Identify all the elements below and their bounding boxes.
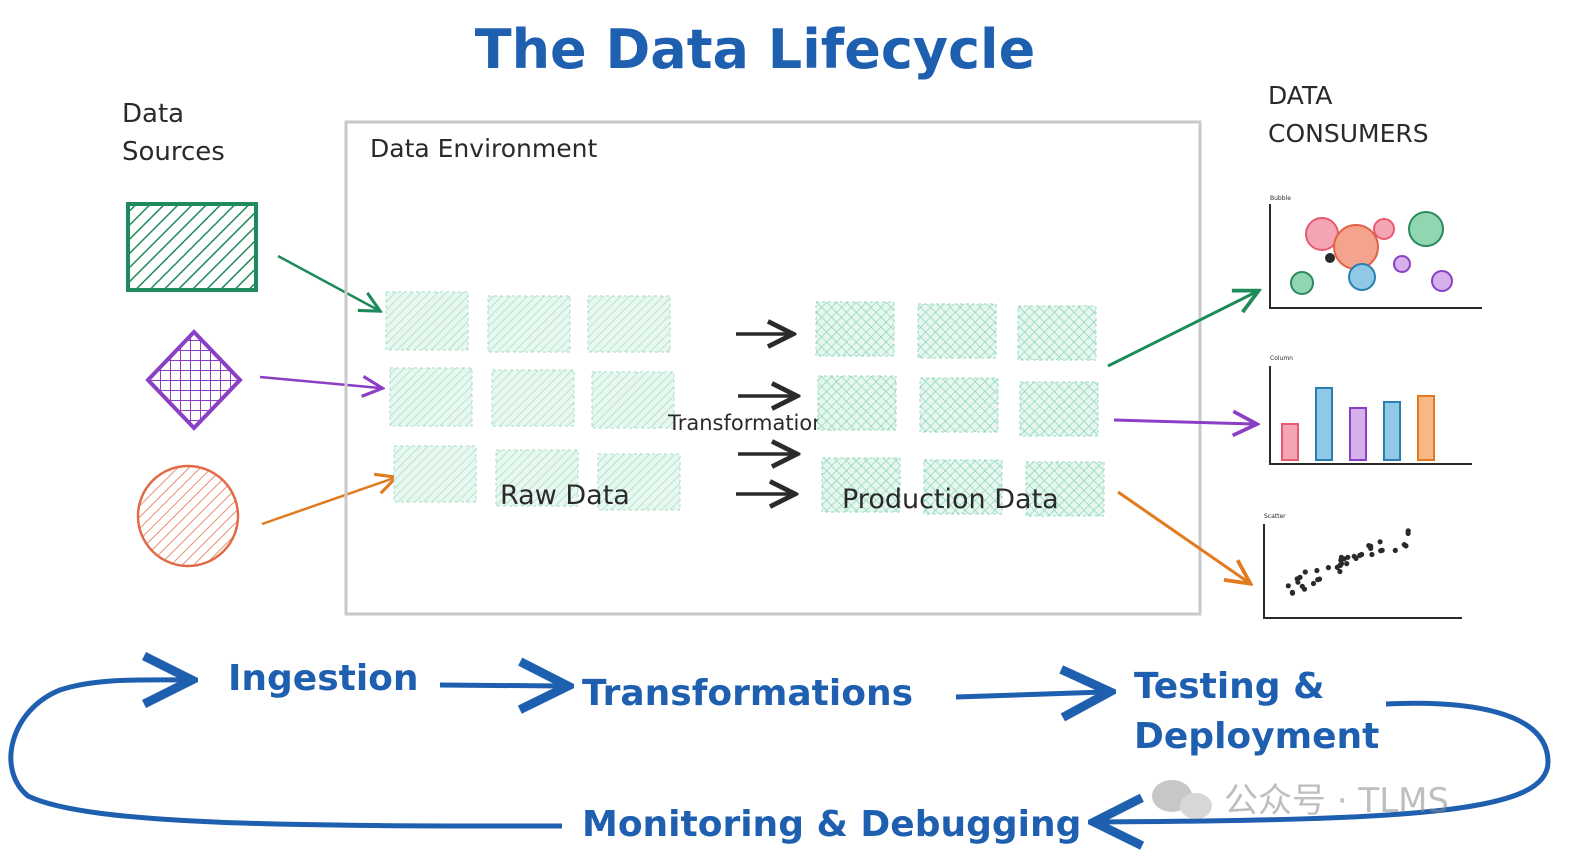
diagram-title: The Data Lifecycle — [475, 18, 1035, 81]
cycle-transformations: Transformations — [582, 673, 913, 714]
raw-tile — [389, 367, 473, 427]
raw-data-label: Raw Data — [500, 480, 630, 511]
environment-label: Data Environment — [370, 134, 597, 163]
scatter-point — [1285, 583, 1291, 589]
cycle-arrow-monitoring-to-ingestion — [8, 680, 563, 829]
arrow-green-in — [277, 254, 378, 310]
raw-tile — [597, 453, 681, 511]
bubble — [1325, 253, 1335, 263]
scatter-chart-label: Scatter — [1264, 513, 1286, 520]
bubble — [1348, 263, 1376, 291]
production-tile — [923, 459, 1003, 515]
column-bar — [1315, 387, 1333, 461]
column-bar — [1383, 401, 1401, 461]
consumers-label-line1: DATA — [1268, 81, 1332, 110]
transformations-label: Transformations — [667, 411, 837, 435]
scatter-point — [1325, 565, 1331, 571]
scatter-chart-axes — [1263, 524, 1462, 619]
raw-tile — [487, 295, 571, 353]
sources-label-line2: Sources — [122, 137, 225, 167]
column-chart-label: Column — [1270, 355, 1293, 362]
wechat-icon — [1152, 780, 1212, 819]
cycle-arrow-testing-to-monitoring — [1100, 700, 1551, 822]
bubble — [1290, 271, 1314, 295]
scatter-point — [1289, 590, 1296, 596]
scatter-point — [1310, 580, 1317, 587]
scatter-point — [1344, 561, 1350, 567]
production-tile — [1017, 305, 1097, 361]
scatter-point — [1378, 548, 1384, 554]
sources-label-line1: Data — [122, 99, 184, 129]
bubble — [1333, 224, 1379, 270]
column-bar — [1349, 407, 1367, 461]
arrow-orange-in — [261, 478, 394, 526]
watermark: 公众号 · TLMS — [1152, 780, 1449, 821]
arrow-purple-out — [1113, 420, 1254, 424]
cycle-arrow-ingestion-to-transformations — [439, 685, 562, 686]
data-environment-box — [344, 120, 1202, 616]
scatter-point — [1338, 554, 1344, 561]
scatter-point — [1315, 577, 1321, 583]
bubble — [1431, 270, 1453, 292]
scatter-point — [1377, 539, 1383, 545]
raw-data-grid — [385, 291, 681, 511]
production-tile — [917, 303, 997, 359]
production-tile — [815, 301, 895, 357]
raw-tile — [491, 369, 575, 427]
scatter-point — [1297, 574, 1303, 581]
scatter-point — [1295, 579, 1301, 585]
raw-tile — [385, 291, 469, 351]
column-bar — [1281, 423, 1299, 461]
raw-tile — [393, 445, 477, 503]
scatter-point — [1314, 567, 1320, 574]
bubble — [1373, 218, 1395, 240]
scatter-point — [1338, 561, 1345, 567]
source-diamond — [145, 329, 243, 431]
production-tile — [817, 375, 897, 431]
cycle-ingestion: Ingestion — [228, 658, 419, 699]
bubble-chart-axes — [1269, 204, 1482, 309]
bubble-chart-thumbnail: Bubble — [1269, 195, 1482, 309]
lifecycle-loop: Ingestion Transformations Testing & Depl… — [8, 658, 1551, 845]
source-rectangle — [126, 202, 258, 292]
arrow-green-out — [1107, 292, 1256, 368]
watermark-text: 公众号 · TLMS — [1224, 781, 1449, 821]
bubble — [1393, 255, 1411, 273]
scatter-point — [1299, 583, 1305, 589]
scatter-point — [1351, 553, 1357, 559]
scatter-point — [1405, 530, 1411, 537]
column-chart-thumbnail: Column — [1269, 355, 1472, 465]
raw-tile — [591, 371, 675, 429]
raw-tile — [495, 449, 579, 507]
column-chart-axes — [1269, 366, 1472, 465]
scatter-point — [1337, 568, 1343, 575]
cycle-monitoring: Monitoring & Debugging — [582, 804, 1081, 845]
cycle-testing-line2: Deployment — [1134, 716, 1379, 757]
scatter-point — [1359, 551, 1365, 558]
production-tile — [821, 457, 901, 513]
cycle-arrow-transformations-to-testing — [955, 692, 1104, 697]
bubble-chart-label: Bubble — [1270, 195, 1291, 202]
scatter-point — [1392, 547, 1398, 554]
consumers-label-line2: CONSUMERS — [1268, 119, 1429, 148]
production-data-grid — [815, 301, 1105, 517]
scatter-point — [1368, 545, 1374, 552]
scatter-chart-thumbnail: Scatter — [1263, 513, 1462, 619]
scatter-point — [1369, 551, 1375, 558]
source-circle — [136, 464, 240, 568]
scatter-point — [1302, 569, 1308, 575]
arrow-orange-out — [1117, 490, 1248, 582]
production-tile — [919, 377, 999, 433]
column-bar — [1417, 395, 1435, 461]
production-tile — [1019, 381, 1099, 437]
production-tile — [1025, 461, 1105, 517]
arrow-purple-in — [259, 377, 380, 388]
cycle-testing-line1: Testing & — [1134, 666, 1325, 707]
scatter-point — [1401, 542, 1407, 548]
bubble — [1408, 211, 1444, 247]
raw-tile — [587, 295, 671, 353]
production-data-label: Production Data — [842, 484, 1059, 515]
